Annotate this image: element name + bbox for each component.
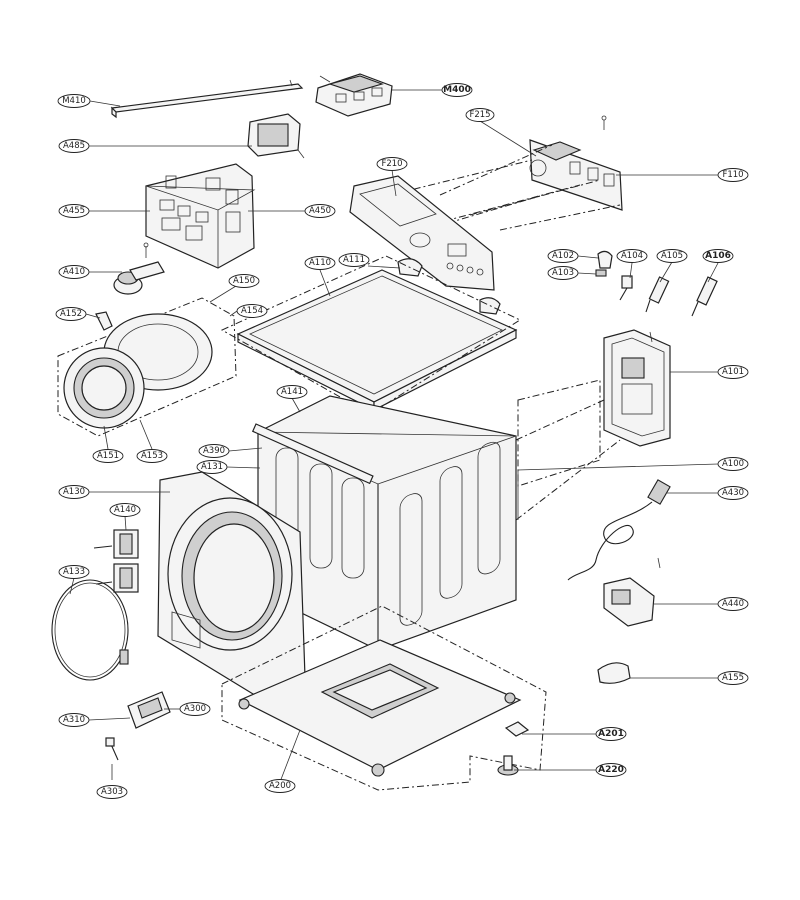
leg-cap-part xyxy=(597,662,631,684)
svg-text:A103: A103 xyxy=(552,268,574,278)
callout-a201: A201 xyxy=(595,727,627,741)
svg-text:A390: A390 xyxy=(203,446,225,456)
callout-a300: A300 xyxy=(179,702,211,716)
svg-text:A200: A200 xyxy=(269,781,291,791)
callout-f210: F210 xyxy=(376,157,408,171)
callout-a430: A430 xyxy=(717,486,749,500)
callout-a440: A440 xyxy=(717,597,749,611)
callout-a310: A310 xyxy=(58,713,90,727)
small-parts xyxy=(595,250,718,317)
callout-a130: A130 xyxy=(58,485,90,499)
callout-m410: M410 xyxy=(57,94,91,108)
svg-text:A140: A140 xyxy=(114,505,136,515)
svg-text:A303: A303 xyxy=(101,787,123,797)
svg-text:A455: A455 xyxy=(63,206,85,216)
callout-f110: F110 xyxy=(717,168,749,182)
dispenser-part xyxy=(369,115,623,241)
svg-text:A133: A133 xyxy=(63,567,85,577)
callout-a111: A111 xyxy=(338,253,370,267)
front-panel-part xyxy=(157,471,307,709)
main-pcb-part xyxy=(145,163,256,269)
svg-text:A153: A153 xyxy=(141,451,163,461)
callout-a131: A131 xyxy=(196,460,228,474)
callout-a200: A200 xyxy=(264,779,296,793)
callout-a133: A133 xyxy=(58,565,90,579)
svg-text:A141: A141 xyxy=(281,387,303,397)
door-ring-part xyxy=(51,579,129,681)
svg-text:A111: A111 xyxy=(343,255,365,265)
callout-a103: A103 xyxy=(547,266,579,280)
svg-text:A410: A410 xyxy=(63,267,85,277)
callout-a154: A154 xyxy=(236,304,268,318)
callout-a105: A105 xyxy=(656,249,688,263)
callout-a485: A485 xyxy=(58,139,90,153)
svg-text:A300: A300 xyxy=(184,704,206,714)
leader-lines xyxy=(69,89,719,783)
base-frame-part xyxy=(221,605,547,791)
callout-m400: M400 xyxy=(441,83,473,97)
callout-a150: A150 xyxy=(228,274,260,288)
bracket-part xyxy=(110,79,304,119)
svg-text:A100: A100 xyxy=(722,459,744,469)
callout-a100: A100 xyxy=(717,457,749,471)
svg-text:A485: A485 xyxy=(63,141,85,151)
svg-text:A150: A150 xyxy=(233,276,255,286)
svg-text:A310: A310 xyxy=(63,715,85,725)
callout-a303: A303 xyxy=(96,785,128,799)
svg-text:A106: A106 xyxy=(705,251,731,261)
svg-text:M410: M410 xyxy=(62,96,86,106)
callout-a450: A450 xyxy=(304,204,336,218)
callout-a141: A141 xyxy=(276,385,308,399)
svg-text:F210: F210 xyxy=(381,159,402,169)
callout-a155: A155 xyxy=(717,671,749,685)
svg-text:A105: A105 xyxy=(661,251,683,261)
control-panel-part xyxy=(349,175,495,291)
cabinet-part xyxy=(251,379,621,651)
svg-text:M400: M400 xyxy=(443,85,471,95)
callout-a152: A152 xyxy=(55,307,87,321)
callout-a220: A220 xyxy=(595,763,627,777)
noise-filter-part xyxy=(603,557,661,627)
svg-text:F110: F110 xyxy=(722,170,743,180)
filter-cover-part xyxy=(105,691,171,761)
callout-a101: A101 xyxy=(717,365,749,379)
callout-a106: A106 xyxy=(702,249,734,263)
top-cover-part xyxy=(220,255,522,415)
callout-a104: A104 xyxy=(616,249,648,263)
motor-module-part xyxy=(315,73,393,117)
pressure-switch-part xyxy=(113,242,165,295)
svg-text:A110: A110 xyxy=(309,258,331,268)
callout-a140: A140 xyxy=(109,503,141,517)
svg-text:A155: A155 xyxy=(722,673,744,683)
svg-text:A450: A450 xyxy=(309,206,331,216)
leveling-leg-part xyxy=(497,721,530,776)
svg-text:A130: A130 xyxy=(63,487,85,497)
pcb-bracket-part xyxy=(247,113,305,159)
rear-cover-part xyxy=(603,329,671,447)
hinge-part xyxy=(93,529,139,593)
svg-text:A440: A440 xyxy=(722,599,744,609)
callout-a390: A390 xyxy=(198,444,230,458)
svg-text:A201: A201 xyxy=(598,729,624,739)
callout-a102: A102 xyxy=(547,249,579,263)
callout-a110: A110 xyxy=(304,256,336,270)
svg-text:A430: A430 xyxy=(722,488,744,498)
svg-text:A104: A104 xyxy=(621,251,643,261)
svg-text:A152: A152 xyxy=(60,309,82,319)
callout-a153: A153 xyxy=(136,449,168,463)
power-cord-part xyxy=(567,479,671,581)
svg-text:A102: A102 xyxy=(552,251,574,261)
callout-f215: F215 xyxy=(465,108,495,122)
svg-text:A131: A131 xyxy=(201,462,223,472)
callout-a410: A410 xyxy=(58,265,90,279)
svg-text:A151: A151 xyxy=(97,451,119,461)
svg-text:A101: A101 xyxy=(722,367,744,377)
svg-text:A220: A220 xyxy=(598,765,624,775)
svg-text:A154: A154 xyxy=(241,306,263,316)
callout-a455: A455 xyxy=(58,204,90,218)
tub-front-part xyxy=(57,297,237,437)
callout-a151: A151 xyxy=(92,449,124,463)
svg-text:F215: F215 xyxy=(469,110,490,120)
